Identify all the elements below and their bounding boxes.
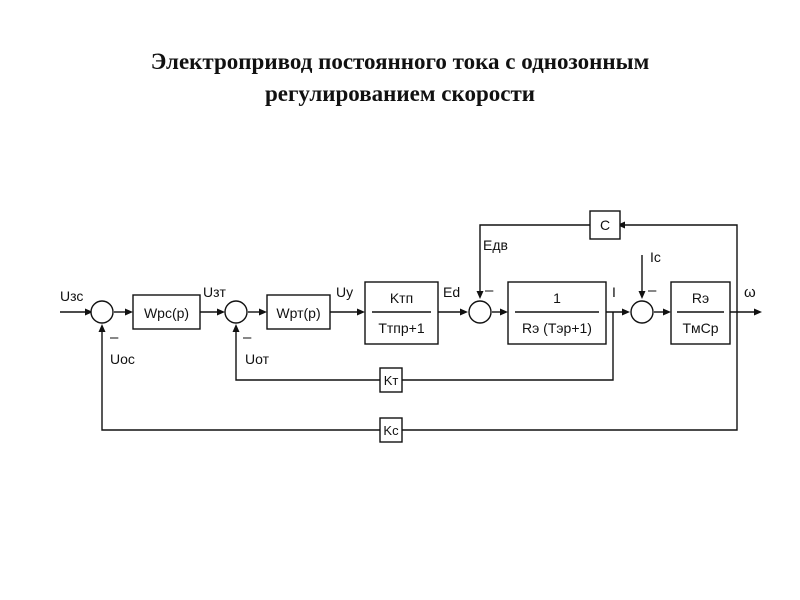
arrow-arm-sum4 [622, 308, 630, 316]
title-line-1: Электропривод постоянного тока с однозон… [150, 49, 650, 74]
signal-label-u-ot: Uот [245, 351, 270, 367]
signal-label-e-dv: Eдв [483, 237, 508, 253]
block-mech-denominator: TмCp [682, 320, 718, 336]
summing-junction-2 [224, 300, 248, 324]
wire-kt-to-sum2 [235, 327, 380, 381]
signal-label-u-zt: Uзт [203, 284, 227, 300]
summing-junction-4 [630, 300, 654, 324]
block-wrc [132, 294, 201, 330]
arrow-ic [638, 291, 646, 299]
arrow-wrc-sum2 [217, 308, 225, 316]
block-armature [507, 281, 607, 345]
minus-sign-sum4: – [648, 282, 657, 299]
block-armature-denominator: Rэ (Tэp+1) [522, 320, 592, 336]
block-wrt-label: Wрт(p) [276, 305, 320, 321]
block-armature-numerator: 1 [553, 290, 561, 306]
block-kt [379, 367, 403, 393]
block-mech-numerator: Rэ [692, 290, 709, 306]
arrow-sum4-mech [663, 308, 671, 316]
block-c-label: C [600, 217, 610, 233]
block-wrt [266, 294, 331, 330]
arrow-wrt-tp [357, 308, 365, 316]
minus-sign-sum3: – [485, 282, 494, 299]
signal-label-i-c: Iс [650, 249, 661, 265]
signal-label-u-zs: Uзс [60, 288, 83, 304]
wire-omega-to-c [620, 224, 738, 312]
wire-kc-to-sum1 [101, 327, 380, 431]
block-tp-denominator: Tтпp+1 [378, 320, 425, 336]
block-kc [379, 417, 403, 443]
signal-label-omega: ω [744, 284, 756, 301]
arrow-sum1-wrc [125, 308, 133, 316]
arrow-sum2-wrt [259, 308, 267, 316]
wire-omega-to-kc [402, 312, 738, 431]
wire-i-to-kt [402, 312, 614, 381]
arrow-output [754, 308, 762, 316]
minus-sign-sum2: – [243, 329, 252, 346]
wire-c-to-sum3 [479, 224, 590, 296]
signal-label-i: I [612, 284, 616, 300]
block-c [589, 210, 621, 240]
arrow-kc-to-sum1 [98, 324, 106, 332]
minus-sign-sum1: – [110, 329, 119, 346]
arrow-tp-sum3 [460, 308, 468, 316]
block-kc-label: Kс [383, 423, 399, 438]
arrow-input [85, 308, 93, 316]
block-kt-label: Kт [384, 373, 399, 388]
arrow-sum3-arm [500, 308, 508, 316]
arrow-omega-to-c [617, 221, 625, 229]
arrow-c-to-sum3 [476, 291, 484, 299]
summing-junction-1 [90, 300, 114, 324]
signal-label-u-os: Uос [110, 351, 135, 367]
arrow-kt-to-sum2 [232, 324, 240, 332]
block-wrc-label: Wрс(p) [144, 305, 189, 321]
block-mechanical [670, 281, 731, 345]
diagram-title: Электропривод постоянного тока с однозон… [0, 46, 800, 110]
summing-junction-3 [468, 300, 492, 324]
signal-label-u-y: Uу [336, 284, 353, 300]
signal-label-e-d: Ed [443, 284, 460, 300]
block-thyristor-converter [364, 281, 439, 345]
title-line-2: регулированием скорости [264, 81, 535, 106]
block-tp-numerator: Kтп [390, 290, 413, 306]
